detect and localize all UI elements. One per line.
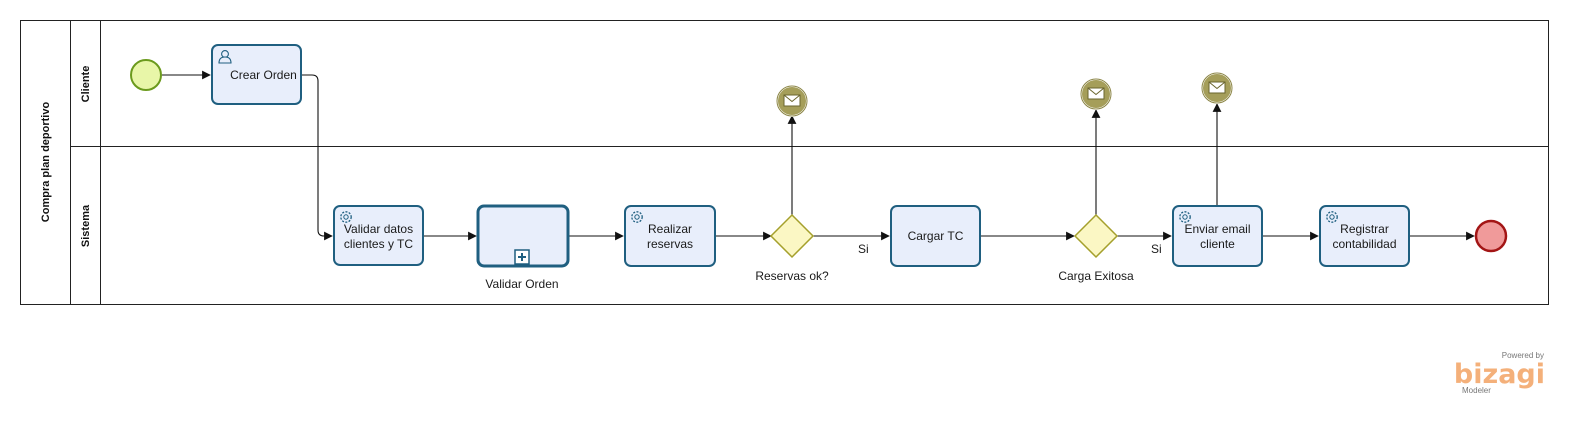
flow-label-si-1: Si <box>858 242 869 256</box>
modeler-text: Modeler <box>1462 386 1491 395</box>
task-label-line-2: clientes y TC <box>344 237 413 251</box>
task-label: Crear Orden <box>230 68 297 82</box>
task-label: Cargar TC <box>908 229 964 243</box>
task-label-line-2: cliente <box>1200 237 1235 251</box>
envelope-icon <box>1208 81 1226 94</box>
envelope-icon <box>783 94 801 107</box>
gateway-label: Reservas ok? <box>755 269 829 283</box>
task-realizar-reservas[interactable]: Realizar reservas <box>624 205 716 267</box>
lane-label-sistema: Sistema <box>80 204 92 247</box>
task-validar-datos[interactable]: Validar datos clientes y TC <box>333 205 424 266</box>
task-enviar-email[interactable]: Enviar email cliente <box>1172 205 1263 267</box>
flow-crear-orden-to-validar-datos <box>302 74 333 241</box>
user-icon <box>218 50 232 64</box>
task-cargar-tc[interactable]: Cargar TC <box>890 205 981 267</box>
message-event-1[interactable] <box>776 85 808 117</box>
task-label-line-1: Registrar <box>1340 222 1389 236</box>
task-label-line-2: contabilidad <box>1332 237 1396 251</box>
task-label-line-1: Realizar <box>648 222 692 236</box>
gateway-carga-exitosa[interactable]: Carga Exitosa <box>1058 213 1134 283</box>
start-event[interactable] <box>130 59 162 91</box>
subprocess-plus-icon <box>514 249 530 265</box>
pool-label: Compra plan deportivo <box>40 102 52 223</box>
message-event-2[interactable] <box>1080 78 1112 110</box>
bizagi-logo-text: bizagi <box>1454 359 1545 390</box>
end-event[interactable] <box>1474 219 1508 253</box>
task-crear-orden[interactable]: Crear Orden <box>211 44 302 105</box>
powered-by-text: Powered by <box>1502 351 1544 360</box>
subprocess-validar-orden[interactable]: Validar Orden <box>476 204 570 291</box>
task-label-line-2: reservas <box>647 237 693 251</box>
message-event-3[interactable] <box>1201 72 1233 104</box>
lane-label-cliente: Cliente <box>80 66 92 103</box>
gateway-label: Carga Exitosa <box>1058 269 1134 283</box>
flow-label-si-2: Si <box>1151 242 1162 256</box>
subprocess-label: Validar Orden <box>485 277 558 291</box>
task-registrar-contabilidad[interactable]: Registrar contabilidad <box>1319 205 1410 267</box>
task-label-line-1: Validar datos <box>344 222 413 236</box>
sequence-flows <box>162 70 1475 241</box>
task-label-line-1: Enviar email <box>1184 222 1250 236</box>
gateway-reservas-ok[interactable]: Reservas ok? <box>755 213 829 283</box>
bizagi-watermark: Powered by bizagi Modeler <box>1454 351 1545 395</box>
envelope-icon <box>1087 87 1105 100</box>
